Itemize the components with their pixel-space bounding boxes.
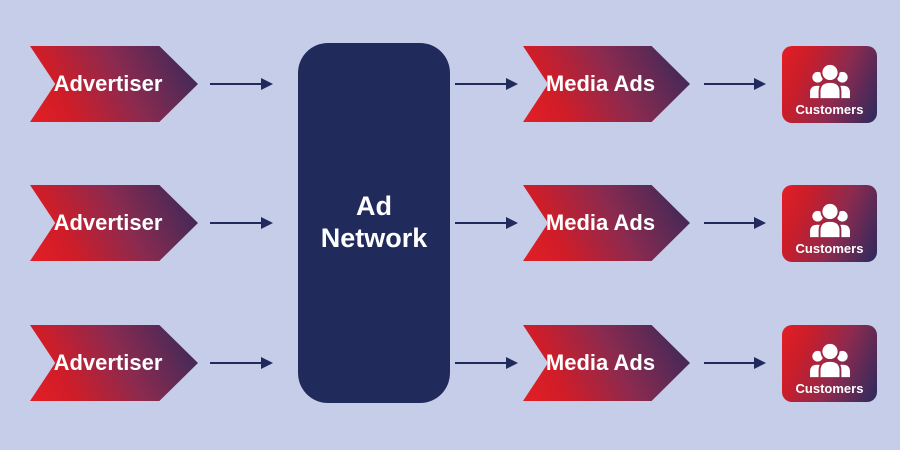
arrow-advertiser-to-network xyxy=(210,325,273,401)
media-ads-label: Media Ads xyxy=(545,71,656,96)
flow-row: Advertiser Media Ads Customers xyxy=(0,46,900,123)
advertiser-label: Advertiser xyxy=(53,210,163,235)
ad-network-label-line1: Ad xyxy=(356,191,392,222)
ad-network-node: Ad Network xyxy=(298,43,450,403)
ad-network-label-line2: Network xyxy=(320,223,428,253)
media-ads-node: Media Ads xyxy=(523,46,690,122)
advertiser-node: Advertiser xyxy=(30,185,198,261)
ad-network-label: Ad Network xyxy=(321,191,428,255)
media-ads-node: Media Ads xyxy=(523,185,690,261)
arrow-head xyxy=(754,357,766,369)
arrow-head xyxy=(754,78,766,90)
arrow-network-to-media xyxy=(455,46,518,122)
arrow-shaft xyxy=(704,222,754,224)
arrow-head xyxy=(506,78,518,90)
customers-label: Customers xyxy=(795,381,864,396)
flow-row: Advertiser Media Ads Customers xyxy=(0,185,900,262)
arrow-head xyxy=(754,217,766,229)
arrow-head xyxy=(261,78,273,90)
people-group-icon xyxy=(807,341,853,379)
arrow-head xyxy=(506,357,518,369)
advertiser-node: Advertiser xyxy=(30,325,198,401)
people-group-icon xyxy=(807,201,853,239)
customers-node: Customers xyxy=(782,185,877,262)
arrow-head xyxy=(261,217,273,229)
flow-row: Advertiser Media Ads Customers xyxy=(0,325,900,402)
media-ads-label: Media Ads xyxy=(545,210,656,235)
customers-label: Customers xyxy=(795,241,864,256)
arrow-shaft xyxy=(455,362,506,364)
advertiser-label: Advertiser xyxy=(53,71,163,96)
media-ads-node: Media Ads xyxy=(523,325,690,401)
arrow-advertiser-to-network xyxy=(210,46,273,122)
arrow-head xyxy=(261,357,273,369)
advertiser-label: Advertiser xyxy=(53,350,163,375)
people-group-icon xyxy=(807,62,853,100)
arrow-media-to-customers xyxy=(704,46,766,122)
arrow-shaft xyxy=(210,83,261,85)
arrow-network-to-media xyxy=(455,325,518,401)
arrow-shaft xyxy=(704,83,754,85)
arrow-media-to-customers xyxy=(704,185,766,261)
advertiser-node: Advertiser xyxy=(30,46,198,122)
arrow-shaft xyxy=(704,362,754,364)
arrow-network-to-media xyxy=(455,185,518,261)
arrow-advertiser-to-network xyxy=(210,185,273,261)
arrow-media-to-customers xyxy=(704,325,766,401)
arrow-shaft xyxy=(210,222,261,224)
customers-node: Customers xyxy=(782,325,877,402)
customers-node: Customers xyxy=(782,46,877,123)
arrow-shaft xyxy=(455,83,506,85)
media-ads-label: Media Ads xyxy=(545,350,656,375)
customers-label: Customers xyxy=(795,102,864,117)
arrow-shaft xyxy=(210,362,261,364)
arrow-head xyxy=(506,217,518,229)
arrow-shaft xyxy=(455,222,506,224)
